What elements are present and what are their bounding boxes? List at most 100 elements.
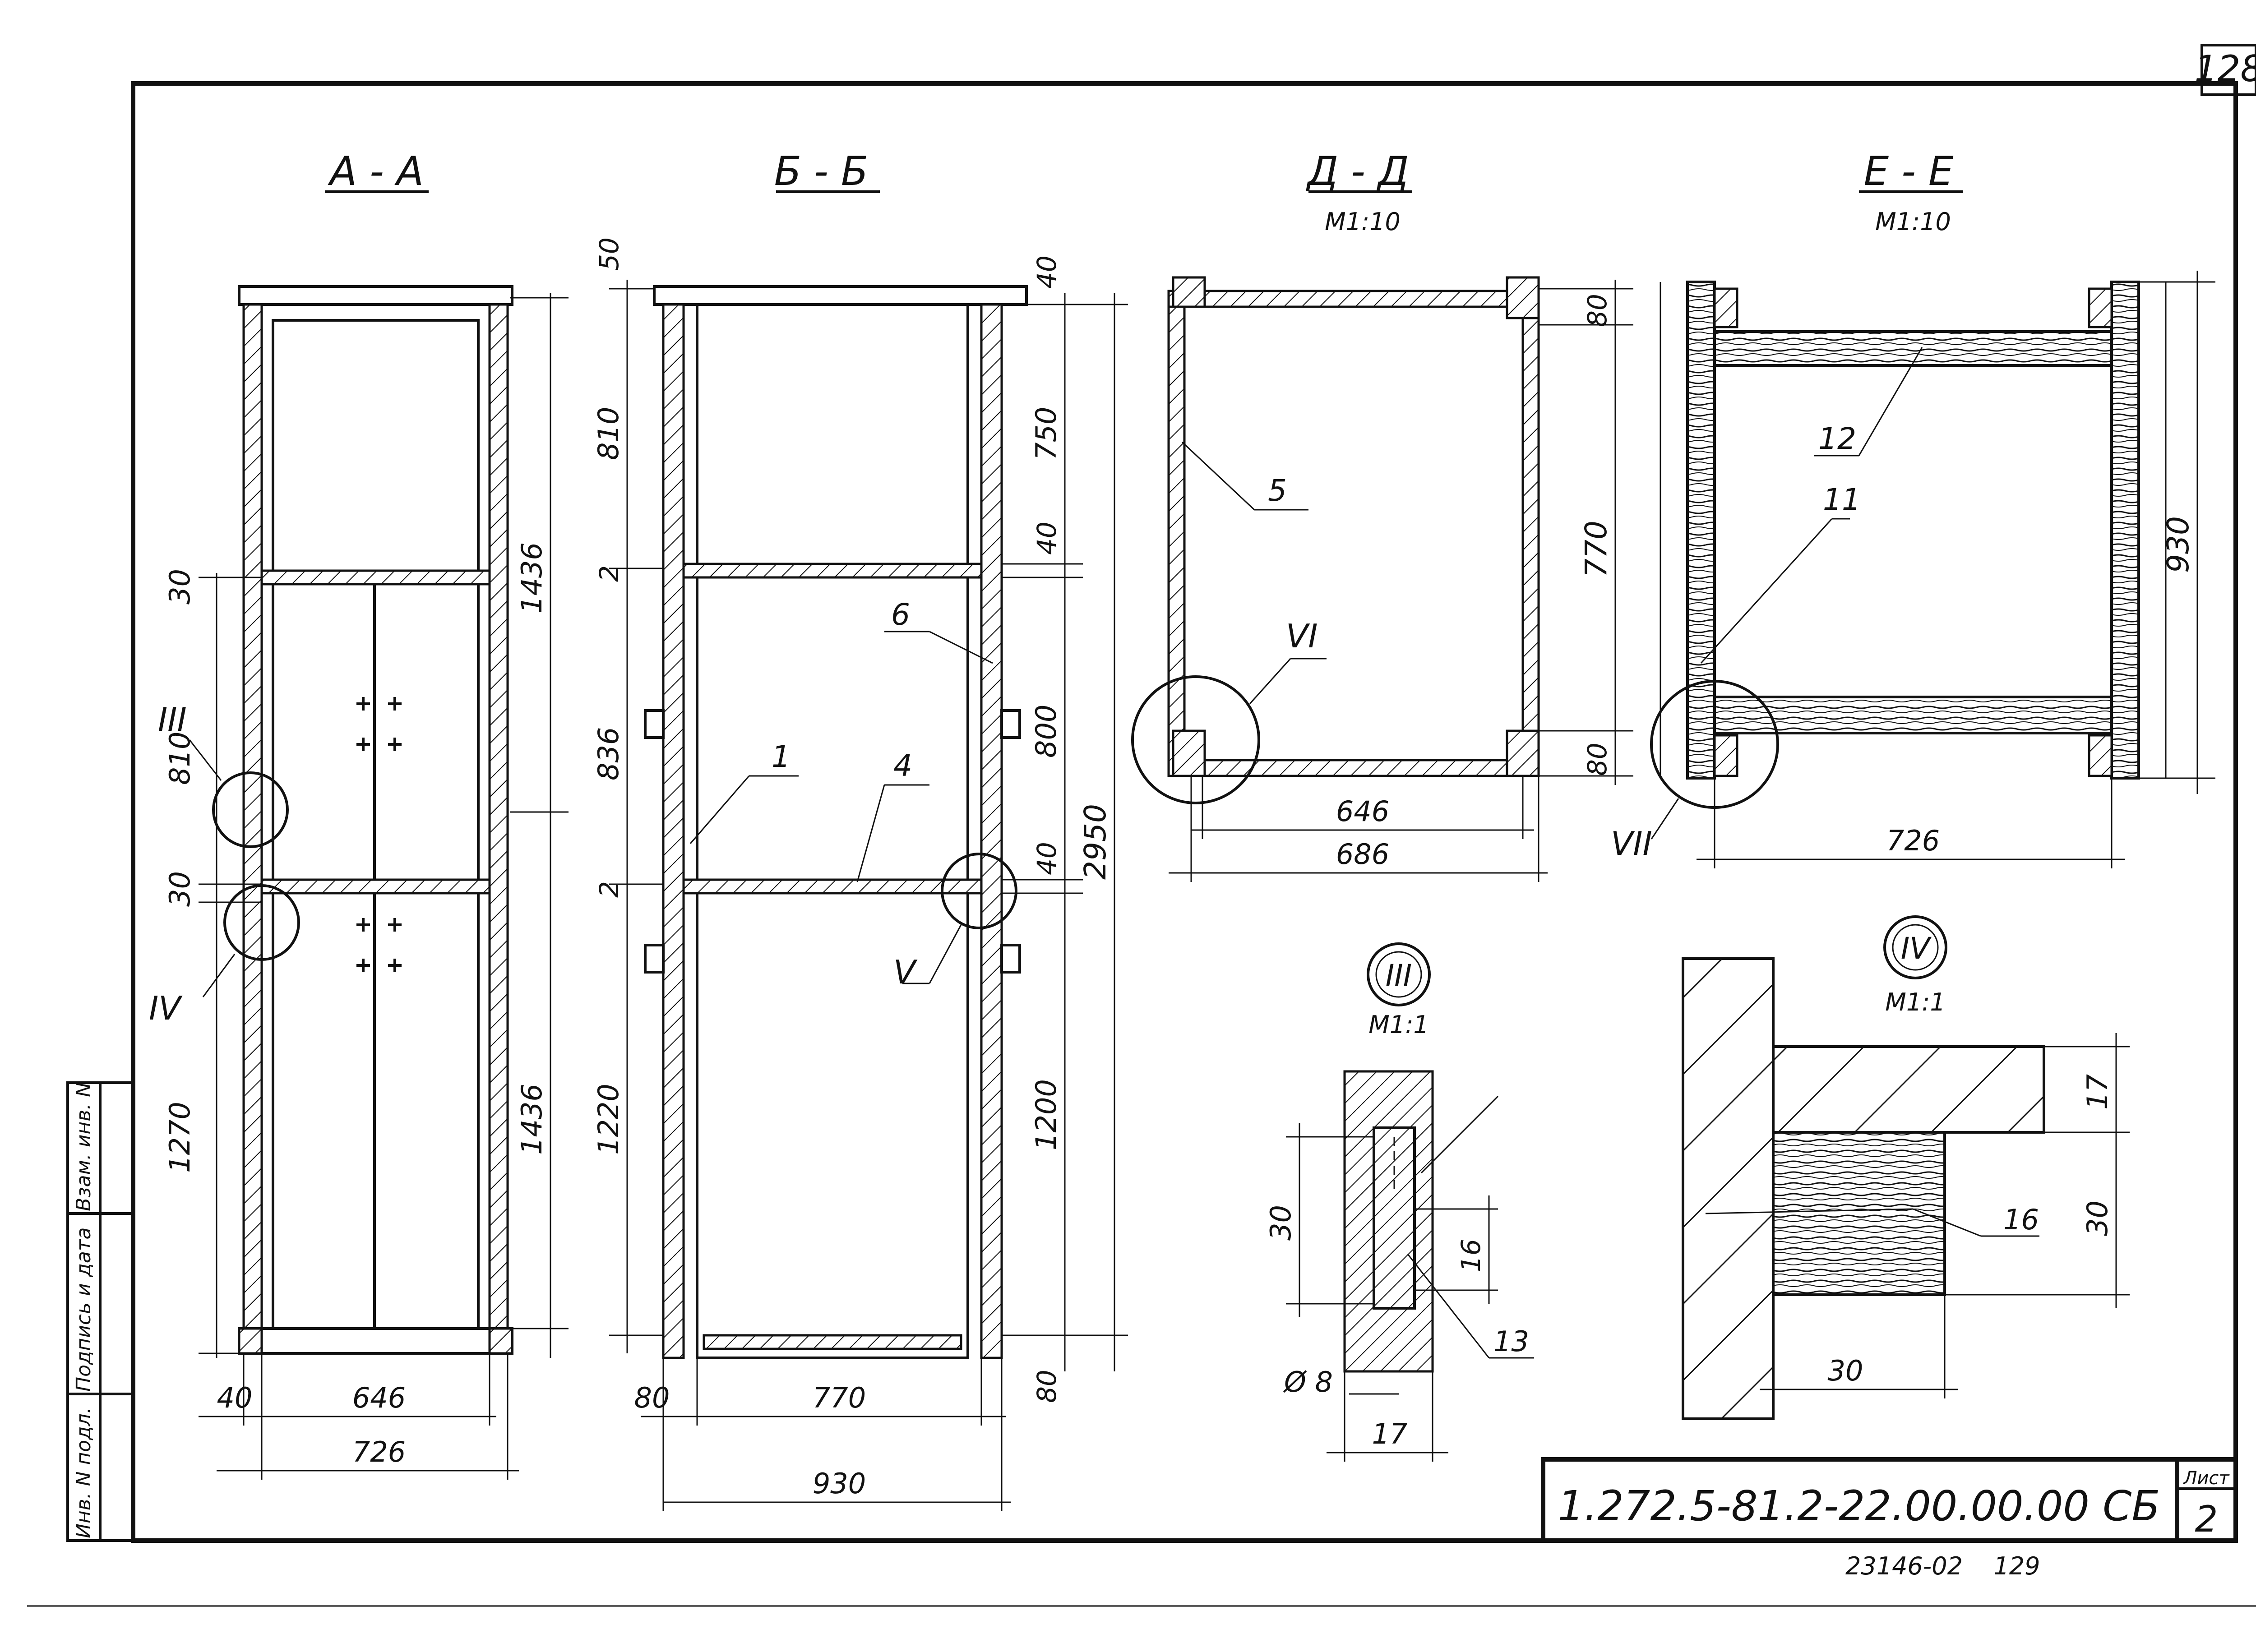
dd-dim-top: 80 xyxy=(1582,294,1613,327)
dd-callout-6: VI xyxy=(1286,617,1318,655)
node-3: III М1:1 30 16 13 Ø 8 17 xyxy=(1264,942,1534,1462)
bb-dim-r-shelf2: 40 xyxy=(1031,842,1062,875)
ee-left-post xyxy=(1686,281,1716,780)
view-dd-title: Д - Д xyxy=(1305,148,1409,194)
aa-dim-right-lower: 1436 xyxy=(515,1084,548,1155)
bb-dim-total: 2950 xyxy=(1078,804,1113,880)
bb-dim-r-lower: 1200 xyxy=(1030,1079,1063,1150)
bb-dim-r-shelf1: 40 xyxy=(1031,521,1062,555)
aa-dim-outer-width: 726 xyxy=(352,1435,406,1468)
aa-shelf-mid xyxy=(260,878,491,895)
aa-handles xyxy=(356,697,402,972)
ee-dim-width: 726 xyxy=(1886,824,1940,857)
node-3-dowel xyxy=(1373,1126,1416,1310)
ee-right-post xyxy=(2110,281,2140,780)
dd-dim-height: 770 xyxy=(1579,521,1613,577)
dd-top-panel xyxy=(1167,290,1540,308)
bb-part-6: 6 xyxy=(891,597,910,632)
sheet-frame: 128 xyxy=(27,44,2256,1607)
sheet-number: 2 xyxy=(2195,1498,2218,1540)
bb-dim-top: 50 xyxy=(594,237,624,271)
ee-callout-7: VII xyxy=(1611,825,1652,863)
dd-right-panel xyxy=(1521,305,1540,777)
aa-dim-top-shelf: 30 xyxy=(163,569,196,605)
dd-dim-outer-width: 686 xyxy=(1336,838,1389,871)
ee-top-rail xyxy=(1713,330,2113,367)
node-4-side-panel xyxy=(1682,957,1775,1420)
dd-dim-inner-width: 646 xyxy=(1336,795,1389,828)
bb-dim-lower: 1220 xyxy=(592,1084,625,1155)
dd-bottom-panel xyxy=(1183,759,1524,777)
node-3-dim-slot: 16 xyxy=(1456,1239,1486,1272)
node-3-dim-height: 30 xyxy=(1264,1205,1297,1241)
title-block: 1.272.5-81.2-22.00.00.00 СБ Лист 2 23146… xyxy=(1541,1457,2238,1580)
bb-dim-r-bottom: 80 xyxy=(1031,1370,1062,1403)
node-4-scale: М1:1 xyxy=(1885,988,1946,1016)
node-3-scale: М1:1 xyxy=(1368,1011,1429,1039)
stamp-inv: Инв. N подл. xyxy=(72,1407,95,1538)
dd-part-5: 5 xyxy=(1268,473,1287,508)
node-3-dim-diameter: Ø 8 xyxy=(1283,1366,1333,1398)
doc-code: 1.272.5-81.2-22.00.00.00 СБ xyxy=(1558,1482,2160,1530)
ee-bottom-rail xyxy=(1713,696,2113,734)
bb-part-1: 1 xyxy=(772,739,791,774)
node-3-panel xyxy=(1343,1070,1434,1373)
view-ee-title: Е - Е xyxy=(1864,148,1954,194)
node-3-part-13: 13 xyxy=(1493,1325,1529,1358)
view-dd-scale: М1:10 xyxy=(1325,208,1401,236)
bb-dim-r-middle: 800 xyxy=(1030,705,1063,758)
aa-dim-lower: 1270 xyxy=(163,1102,196,1173)
aa-dim-bottom-left: 40 xyxy=(217,1381,253,1414)
bb-dim-inner-width: 770 xyxy=(813,1381,866,1414)
aa-left-side xyxy=(242,303,263,1330)
aa-callout-3: III xyxy=(158,701,187,738)
bb-dim-outer-width: 930 xyxy=(813,1467,866,1500)
bb-left-side xyxy=(662,303,685,1359)
dd-left-panel xyxy=(1167,305,1186,777)
bb-dim-gap2: 2 xyxy=(594,881,624,898)
stamp-replace: Взам. инв. N xyxy=(72,1082,95,1211)
bb-dim-gap1: 2 xyxy=(594,565,624,582)
bb-dim-bottom-left: 80 xyxy=(634,1381,670,1414)
node-4-part-16: 16 xyxy=(2003,1203,2039,1236)
ee-dim-height: 930 xyxy=(2161,516,2196,573)
node-4: IV М1:1 17 30 30 16 xyxy=(1682,915,2130,1420)
node-3-dim-width: 17 xyxy=(1372,1417,1408,1450)
stamp-signature: Подпись и дата xyxy=(72,1227,95,1392)
bb-part-4: 4 xyxy=(893,748,912,783)
archive-code: 23146-02 xyxy=(1845,1552,1963,1580)
bb-shelf-top xyxy=(682,563,983,579)
ee-part-11: 11 xyxy=(1823,482,1861,517)
view-bb-title: Б - Б xyxy=(774,148,868,194)
dd-dim-bottom: 80 xyxy=(1582,743,1613,776)
bb-dim-r-upper: 750 xyxy=(1030,407,1063,460)
node-4-dim-thickness: 17 xyxy=(2081,1074,2114,1110)
node-4-dim-width: 30 xyxy=(1828,1354,1863,1387)
bb-right-side xyxy=(980,303,1003,1359)
side-stamp: Инв. N подл. Подпись и дата Взам. инв. N xyxy=(66,1081,134,1542)
aa-callout-4: IV xyxy=(149,989,183,1027)
aa-dim-mid-shelf: 30 xyxy=(163,871,196,907)
bb-dim-upper: 810 xyxy=(592,407,625,460)
aa-right-side xyxy=(488,303,509,1330)
bb-shelf-mid xyxy=(682,878,983,895)
view-ee-scale: М1:10 xyxy=(1875,208,1951,236)
view-aa-title: А - А xyxy=(328,148,424,194)
ee-part-12: 12 xyxy=(1818,421,1856,456)
view-dd: Д - Д М1:10 80 770 80 646 686 5 xyxy=(1131,148,1633,882)
page-number: 128 xyxy=(2195,48,2256,90)
node-4-shelf xyxy=(1772,1045,2045,1134)
node-4-title: IV xyxy=(1901,931,1932,966)
aa-shelf-top xyxy=(260,569,491,586)
view-aa: А - А 30 810 30 1270 1436 1436 xyxy=(149,148,569,1480)
view-ee: Е - Е М1:10 930 726 12 11 VII xyxy=(1611,148,2215,868)
sheet-label: Лист xyxy=(2182,1468,2230,1489)
aa-dim-inner-width: 646 xyxy=(352,1381,406,1414)
node-4-rail xyxy=(1772,1131,1946,1296)
aa-dim-right-upper: 1436 xyxy=(515,542,548,614)
node-3-title: III xyxy=(1386,958,1412,993)
archive-page: 129 xyxy=(1993,1552,2040,1580)
aa-dim-upper: 810 xyxy=(163,732,196,785)
node-4-dim-height: 30 xyxy=(2081,1200,2114,1236)
